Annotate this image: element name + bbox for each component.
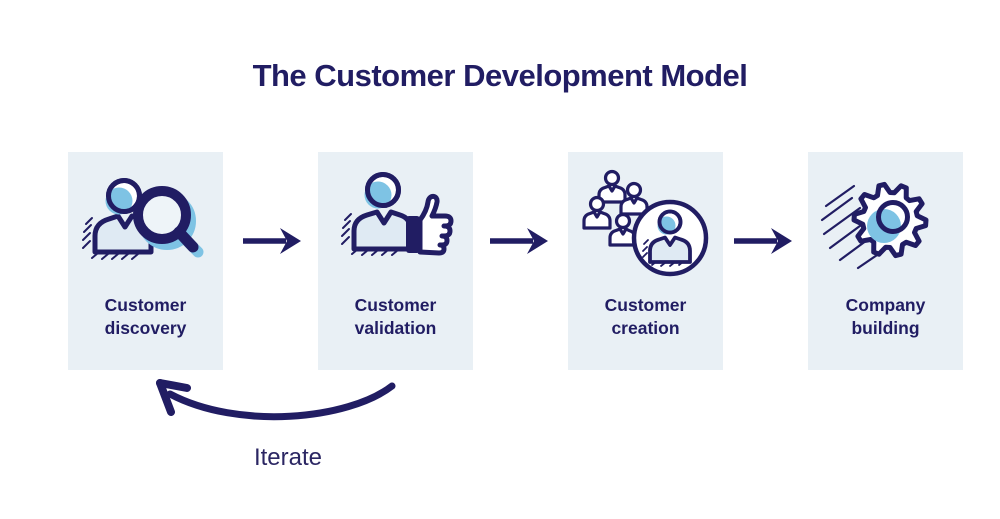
- stage-label-line2: building: [851, 318, 920, 339]
- people-group-icon: [578, 164, 713, 284]
- stage-label-line1: Customer: [604, 295, 687, 315]
- stage-label: Customer creation: [605, 294, 687, 340]
- stage-card-customer-creation: Customer creation: [568, 152, 723, 370]
- stage-label-line1: Customer: [354, 295, 437, 315]
- stage-card-customer-validation: Customer validation: [318, 152, 473, 370]
- stage-label: Customer discovery: [105, 294, 187, 340]
- right-arrow-icon: [243, 228, 301, 254]
- stage-label-line1: Company: [845, 295, 926, 315]
- person-thumbs-up-icon: [328, 164, 463, 284]
- stage-label-line2: discovery: [104, 318, 187, 339]
- iterate-arrow-icon: [156, 379, 396, 421]
- right-arrow-icon: [734, 228, 792, 254]
- gear-icon: [818, 164, 953, 284]
- stage-label-line2: creation: [611, 318, 680, 339]
- person-magnifier-icon: [78, 164, 213, 284]
- stage-label: Company building: [846, 294, 926, 340]
- right-arrow-icon: [490, 228, 548, 254]
- page-title: The Customer Development Model: [252, 58, 748, 93]
- stage-label-line1: Customer: [104, 295, 187, 315]
- iterate-label: Iterate: [253, 444, 323, 471]
- stage-card-company-building: Company building: [808, 152, 963, 370]
- stage-label-line2: validation: [354, 318, 437, 339]
- stage-card-customer-discovery: Customer discovery: [68, 152, 223, 370]
- stage-label: Customer validation: [355, 294, 437, 340]
